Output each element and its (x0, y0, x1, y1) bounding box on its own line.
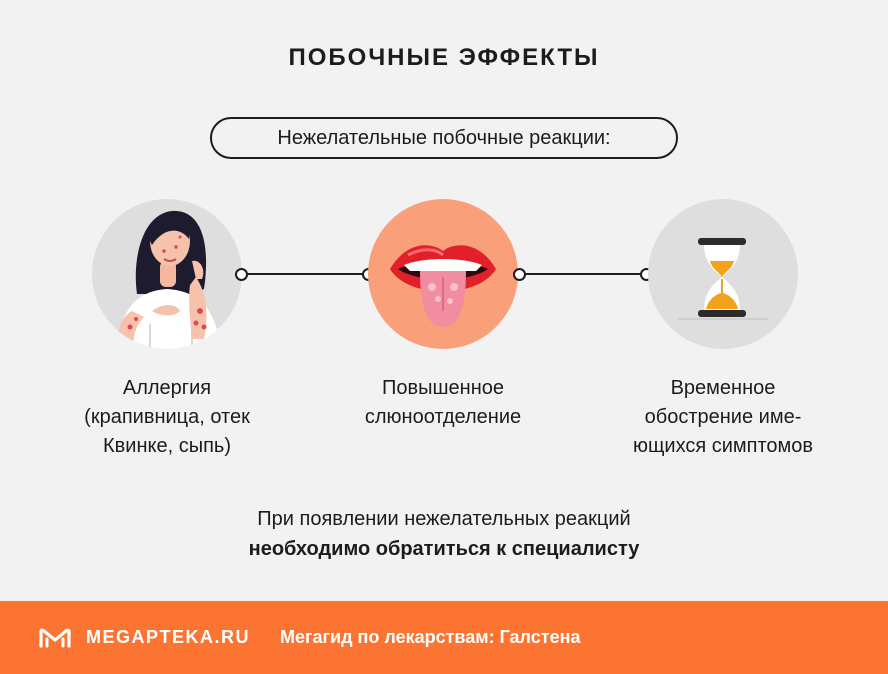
caption-line: обострение име- (644, 406, 802, 428)
page-title: ПОБОЧНЫЕ ЭФФЕКТЫ (288, 44, 600, 71)
footer-bar: MEGAPTEKA.RU Мегагид по лекарствам: Галс… (0, 601, 888, 674)
intro-label-text: Нежелательные побочные реакции: (277, 126, 611, 149)
advice-line-2: необходимо обратиться к специалисту (0, 534, 888, 564)
brand-name[interactable]: MEGAPTEKA.RU (86, 627, 251, 647)
connector-right (513, 266, 653, 282)
megapteka-logo-icon[interactable] (38, 627, 72, 649)
caption-line: ющихся симптомов (632, 435, 814, 457)
caption-line: Аллергия (122, 377, 212, 399)
effect-salivation-caption: Повышенное слюноотделение (313, 374, 573, 432)
caption-line: (крапивница, отек (84, 406, 250, 428)
caption-line: Квинке, сыпь) (103, 435, 231, 457)
connector-left (235, 266, 375, 282)
hourglass-icon (678, 238, 768, 320)
effect-symptoms-caption: Временное обострение име- ющихся симптом… (593, 374, 853, 461)
symptoms-illustration (648, 199, 798, 349)
salivation-illustration (368, 199, 518, 349)
intro-label: Нежелательные побочные реакции: (210, 117, 678, 159)
mouth-tongue-icon (390, 245, 496, 327)
advice-emphasis: необходимо обратиться к специалисту (248, 538, 640, 560)
caption-line: слюноотделение (364, 406, 522, 428)
advice-note: При появлении нежелательных реакций необ… (0, 504, 888, 564)
footer-tagline: Мегагид по лекарствам: Галстена (280, 627, 581, 647)
caption-line: Временное (670, 377, 776, 399)
caption-line: Повышенное (381, 377, 504, 399)
allergy-illustration (92, 199, 242, 349)
advice-line-1: При появлении нежелательных реакций (257, 508, 631, 530)
effect-allergy-caption: Аллергия (крапивница, отек Квинке, сыпь) (37, 374, 297, 461)
woman-rash-icon (117, 210, 220, 349)
